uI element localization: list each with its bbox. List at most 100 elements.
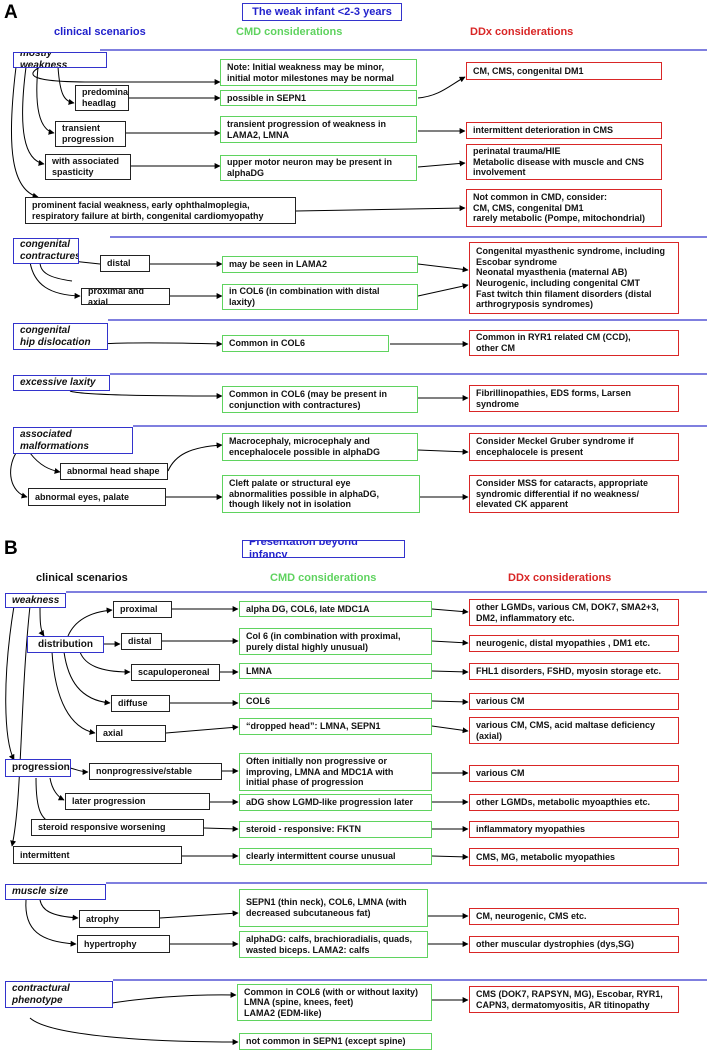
panel-title: The weak infant <2-3 years <box>242 3 402 21</box>
ddx-box: Consider Meckel Gruber syndrome if encep… <box>469 433 679 461</box>
connector <box>431 725 469 734</box>
scenario-box: axial <box>96 725 166 742</box>
scenario-box: steroid responsive worsening <box>31 819 204 836</box>
connector <box>431 639 469 646</box>
cmd-box: COL6 <box>239 693 432 709</box>
category-distribution: distribution <box>27 636 104 653</box>
cmd-box: alphaDG: calfs, brachioradialis, quads, … <box>239 931 428 958</box>
cmd-box: possible in SEPN1 <box>220 90 417 106</box>
scenario-box: nonprogressive/stable <box>89 763 222 780</box>
connector <box>39 899 79 921</box>
scenario-box: hypertrophy <box>77 935 170 953</box>
ddx-box: Fibrillinopathies, EDS forms, Larsen syn… <box>469 385 679 412</box>
scenario-box: with associated spasticity <box>45 154 131 180</box>
cmd-box: LMNA <box>239 663 432 679</box>
ddx-box: neurogenic, distal myopathies , DM1 etc. <box>469 635 679 652</box>
cmd-box: not common in SEPN1 (except spine) <box>239 1033 432 1050</box>
connector <box>38 605 45 637</box>
ddx-box: Common in RYR1 related CM (CCD), other C… <box>469 330 679 356</box>
connector <box>203 825 239 832</box>
cmd-box: transient progression of weakness in LAM… <box>220 116 417 143</box>
connector <box>57 66 75 105</box>
ddx-box: CM, CMS, congenital DM1 <box>466 62 662 80</box>
cmd-box: clearly intermittent course unusual <box>239 848 432 865</box>
panel-letter: B <box>4 538 18 559</box>
cmd-box: in COL6 (in combination with distal laxi… <box>222 284 418 310</box>
cmd-box: upper motor neuron may be present in alp… <box>220 155 417 181</box>
category-weakness: weakness <box>5 593 66 608</box>
connector <box>417 160 466 168</box>
panel-letter: A <box>4 2 18 23</box>
ddx-box: Consider MSS for cataracts, appropriate … <box>469 475 679 513</box>
cmd-box: Common in COL6 (with or without laxity) … <box>237 984 432 1021</box>
panel-title: Presentation beyond infancy <box>242 540 405 558</box>
header-cmd-considerations: CMD considerations <box>236 26 343 38</box>
category-mostly-weakness: mostly weakness <box>13 52 107 68</box>
scenario-box: diffuse <box>111 695 170 712</box>
scenario-box: abnormal head shape <box>60 463 168 480</box>
connector <box>10 605 31 847</box>
connector <box>67 607 113 637</box>
cmd-box: Common in COL6 <box>222 335 389 352</box>
cmd-box: aDG show LGMD-like progression later <box>239 794 432 811</box>
category-congenital-hip-dislocation: congenital hip dislocation <box>13 323 108 350</box>
connector <box>167 442 223 472</box>
ddx-box: Not common in CMD, consider: CM, CMS, co… <box>466 189 662 227</box>
scenario-box: later progression <box>65 793 210 810</box>
connector <box>25 899 77 947</box>
connector <box>22 66 45 166</box>
connector <box>51 651 96 735</box>
cmd-box: Cleft palate or structural eye abnormali… <box>222 475 420 513</box>
header-clinical-scenarios: clinical scenarios <box>54 26 146 38</box>
scenario-box: proximal and axial <box>81 288 170 305</box>
connector <box>39 261 73 282</box>
ddx-box: CMS (DOK7, RAPSYN, MG), Escobar, RYR1, C… <box>469 986 679 1013</box>
ddx-box: FHL1 disorders, FSHD, myosin storage etc… <box>469 663 679 680</box>
scenario-box: atrophy <box>79 910 160 928</box>
connector <box>69 390 223 399</box>
cmd-box: may be seen in LAMA2 <box>222 256 418 273</box>
cmd-box: SEPN1 (thin neck), COL6, LMNA (with decr… <box>239 889 428 927</box>
connector <box>99 991 237 1006</box>
ddx-box: other muscular dystrophies (dys,SG) <box>469 936 679 953</box>
cmd-box: Common in COL6 (may be present in conjun… <box>222 386 418 413</box>
scenario-box: abnormal eyes, palate <box>28 488 166 506</box>
connector <box>29 1017 239 1045</box>
scenario-box: intermittent <box>13 846 182 864</box>
cmd-box: “dropped head”: LMNA, SEPN1 <box>239 718 432 735</box>
scenario-box: predominantly headlag <box>75 85 129 111</box>
connector <box>49 777 65 801</box>
connector <box>10 452 28 499</box>
connector <box>69 767 89 775</box>
scenario-box: distal <box>121 633 162 650</box>
ddx-box: various CM <box>469 693 679 710</box>
ddx-box: other LGMDs, various CM, DOK7, SMA2+3, D… <box>469 599 679 626</box>
connector <box>417 283 469 297</box>
category-muscle-size: muscle size <box>5 884 106 900</box>
category-progression: progression <box>5 759 71 777</box>
cmd-box: alpha DG, COL6, late MDC1A <box>239 601 432 617</box>
connector <box>29 261 81 299</box>
connector <box>159 910 239 919</box>
connector <box>29 452 61 474</box>
connector <box>431 608 469 615</box>
cmd-box: Note: Initial weakness may be minor, ini… <box>220 59 417 86</box>
connector <box>79 651 131 675</box>
connector <box>295 205 466 212</box>
ddx-box: various CM, CMS, acid maltase deficiency… <box>469 717 679 744</box>
category-excessive-laxity: excessive laxity <box>13 375 110 391</box>
ddx-box: intermittent deterioration in CMS <box>466 122 662 139</box>
ddx-box: other LGMDs, metabolic myoapthies etc. <box>469 794 679 811</box>
connector <box>431 698 469 705</box>
connector <box>417 263 469 273</box>
header-ddx-considerations: DDx considerations <box>508 572 612 584</box>
cmd-box: Often initially non progressive or impro… <box>239 753 432 791</box>
scenario-box: proximal <box>113 601 172 618</box>
connector <box>10 66 39 199</box>
connector <box>417 448 469 455</box>
ddx-box: CMS, MG, metabolic myopathies <box>469 848 679 866</box>
cmd-box: Macrocephaly, microcephaly and encephalo… <box>222 433 418 461</box>
header-clinical-scenarios: clinical scenarios <box>36 572 128 584</box>
ddx-box: various CM <box>469 765 679 782</box>
